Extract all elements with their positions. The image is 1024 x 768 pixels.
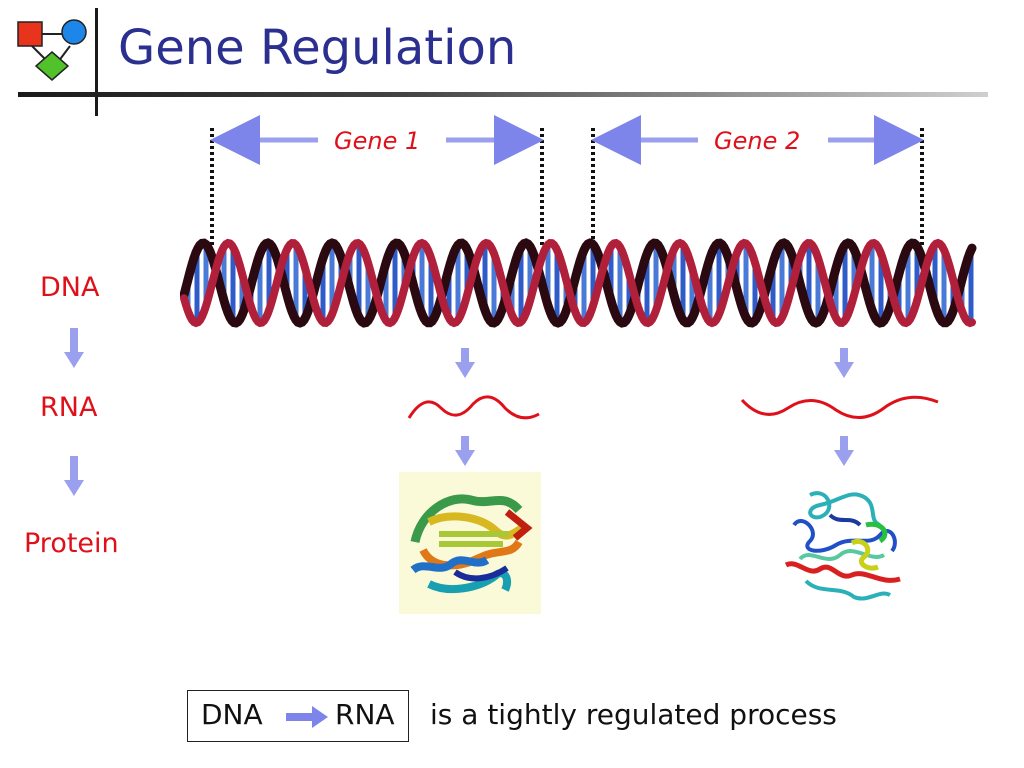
rna-wave-1-icon: [407, 395, 540, 420]
network-logo-icon: [17, 19, 87, 81]
protein-ribbon-structure-2-icon: [784, 491, 901, 601]
gene-2-label: Gene 2: [714, 127, 801, 155]
protein-label: Protein: [24, 528, 119, 559]
title-vertical-divider: [95, 8, 98, 116]
gene-1-label: Gene 1: [334, 127, 421, 155]
dna-double-helix-icon: [180, 238, 977, 328]
rna-wave-2-icon: [740, 395, 939, 419]
slide-title: Gene Regulation: [118, 20, 517, 76]
caption-dna: DNA: [201, 698, 263, 731]
caption-text: is a tightly regulated process: [430, 698, 837, 731]
caption-rna: RNA: [335, 698, 395, 731]
protein-ribbon-structure-1-icon: [399, 472, 541, 614]
rna-label: RNA: [40, 392, 98, 423]
dna-to-rna-box: [187, 690, 409, 742]
dna-label: DNA: [40, 272, 100, 303]
title-horizontal-divider: [18, 92, 988, 97]
right-arrow-icon: [286, 706, 328, 728]
